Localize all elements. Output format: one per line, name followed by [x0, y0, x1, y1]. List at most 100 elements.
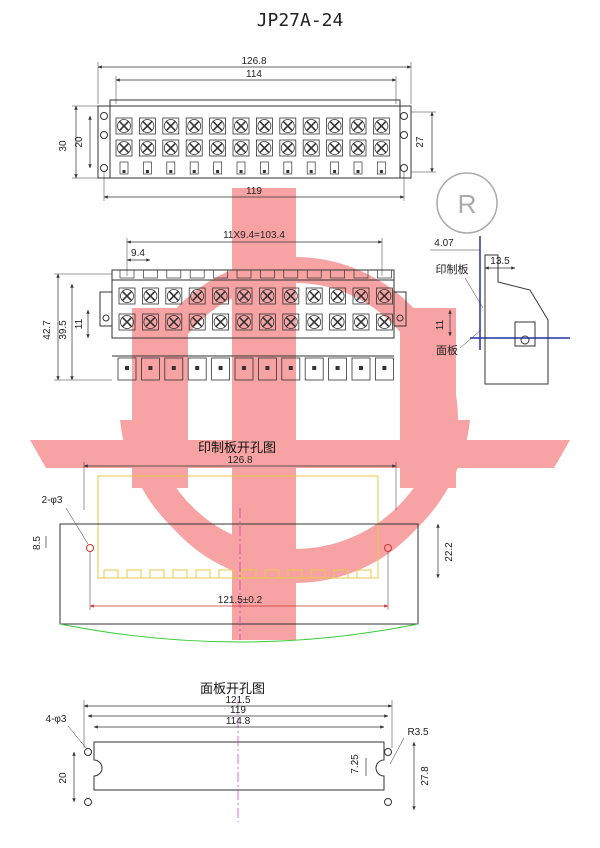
terminal-screw — [305, 287, 323, 305]
terminal-slot — [283, 269, 299, 279]
terminal-screw — [138, 139, 156, 157]
terminal-pin-housing — [281, 357, 301, 381]
terminal-base — [260, 161, 269, 175]
terminal-slot — [213, 269, 228, 279]
terminal-screw — [165, 287, 183, 305]
terminal-pin-housing — [211, 357, 231, 381]
terminal-screw — [115, 139, 133, 157]
terminal-screw — [232, 117, 250, 135]
terminal-screw — [165, 313, 183, 331]
terminal-screw — [326, 139, 344, 157]
terminal-slot — [189, 269, 205, 279]
terminal-slot — [143, 269, 158, 279]
dim-pcb-width: 126.8 — [227, 455, 252, 466]
terminal-pin-housing — [304, 357, 324, 381]
dim-inner-width: 114 — [246, 69, 262, 80]
terminal-base — [353, 161, 363, 175]
company-logo-watermark — [30, 188, 570, 640]
top-view-terminal-block: 126.8 114 119 30 20 27 — [58, 56, 436, 201]
dim-side-135: 13.5 — [490, 256, 510, 267]
side-view: 4.07 13.5 印制板 面板 11 — [430, 236, 570, 385]
terminal-screw — [372, 117, 390, 135]
dim-panel-278: 27.8 — [420, 766, 431, 786]
terminal-screw — [235, 287, 253, 305]
label-pcb: 印制板 — [436, 262, 469, 276]
dim-panel-119: 119 — [230, 705, 246, 716]
terminal-pin-housing — [234, 357, 254, 381]
terminal-base — [213, 161, 222, 175]
terminal-base — [377, 161, 386, 175]
dim-height-27: 27 — [415, 136, 426, 148]
terminal-screw — [209, 139, 227, 157]
terminal-screw — [141, 287, 159, 305]
terminal-pin-housing — [328, 357, 348, 381]
terminal-pin-housing — [351, 357, 371, 381]
terminal-screw — [162, 139, 180, 157]
terminal-screw — [329, 313, 347, 331]
pcb-cutout-drawing: 126.8 2-φ3 8.5 22.2 121.5±0.2 — [32, 455, 455, 643]
terminal-slot — [260, 269, 275, 279]
panel-cutout-title: 面板开孔图 — [200, 682, 266, 697]
svg-text:R: R — [458, 189, 477, 219]
terminal-screw — [188, 287, 206, 305]
terminal-slot — [236, 269, 252, 279]
dim-height-30: 30 — [58, 140, 69, 152]
drawing-title: JP27A-24 — [256, 10, 344, 31]
terminal-pin-housing — [187, 357, 207, 381]
dim-pcb-222: 22.2 — [444, 542, 455, 562]
terminal-screw — [258, 287, 276, 305]
front-view-terminal-block: 9.4 11X9.4=103.4 42.7 39.5 11 — [42, 230, 407, 381]
terminal-screw — [185, 117, 203, 135]
dim-height-42: 42.7 — [42, 320, 53, 340]
terminal-slot — [166, 269, 182, 279]
dim-pcb-holes: 2-φ3 — [42, 495, 63, 506]
terminal-screw — [372, 139, 390, 157]
terminal-screw — [349, 139, 367, 157]
dim-overall-width: 126.8 — [241, 56, 266, 67]
terminal-screw — [305, 313, 323, 331]
dim-panel-20: 20 — [58, 772, 69, 784]
terminal-screw — [302, 117, 320, 135]
dim-panel-1148: 114.8 — [226, 716, 251, 727]
terminal-screw — [375, 287, 393, 305]
terminal-slot — [353, 269, 369, 279]
terminal-screw — [279, 139, 297, 157]
dim-height-39: 39.5 — [58, 320, 69, 340]
dim-pcb-85: 8.5 — [32, 536, 43, 550]
dim-side-407: 4.07 — [434, 238, 454, 249]
panel-cutout-drawing: 121.5 119 114.8 4-φ3 R3.5 20 7.25 27.8 — [46, 695, 431, 822]
terminal-screw — [255, 117, 273, 135]
dim-pitch: 9.4 — [131, 248, 145, 259]
terminal-pin-housing — [257, 357, 277, 381]
terminal-pin-housing — [374, 357, 394, 381]
terminal-screw — [212, 313, 230, 331]
terminal-base — [143, 161, 152, 175]
terminal-screw — [162, 117, 180, 135]
terminal-screw — [282, 287, 300, 305]
terminal-screw — [349, 117, 367, 135]
dim-hole-span: 119 — [246, 186, 262, 197]
terminal-screw — [212, 287, 230, 305]
terminal-screw — [352, 287, 370, 305]
terminal-screw — [138, 117, 156, 135]
terminal-base — [236, 161, 246, 175]
label-panel: 面板 — [436, 343, 458, 357]
terminal-screw — [302, 139, 320, 157]
terminal-screw — [255, 139, 273, 157]
terminal-screw — [282, 313, 300, 331]
terminal-screw — [115, 117, 133, 135]
dim-span: 11X9.4=103.4 — [223, 230, 285, 241]
dim-height-20: 20 — [74, 136, 85, 148]
terminal-slot — [330, 269, 345, 279]
dim-pcb-span: 121.5±0.2 — [218, 595, 263, 606]
terminal-screw — [352, 313, 370, 331]
terminal-base — [306, 161, 316, 175]
terminal-base — [119, 161, 129, 175]
dim-panel-1215: 121.5 — [225, 695, 250, 706]
pcb-cutout-title: 印制板开孔图 — [198, 441, 277, 456]
terminal-screw — [375, 313, 393, 331]
terminal-screw — [279, 117, 297, 135]
terminal-pin-housing — [140, 357, 160, 381]
terminal-base — [330, 161, 339, 175]
terminal-screw — [258, 313, 276, 331]
